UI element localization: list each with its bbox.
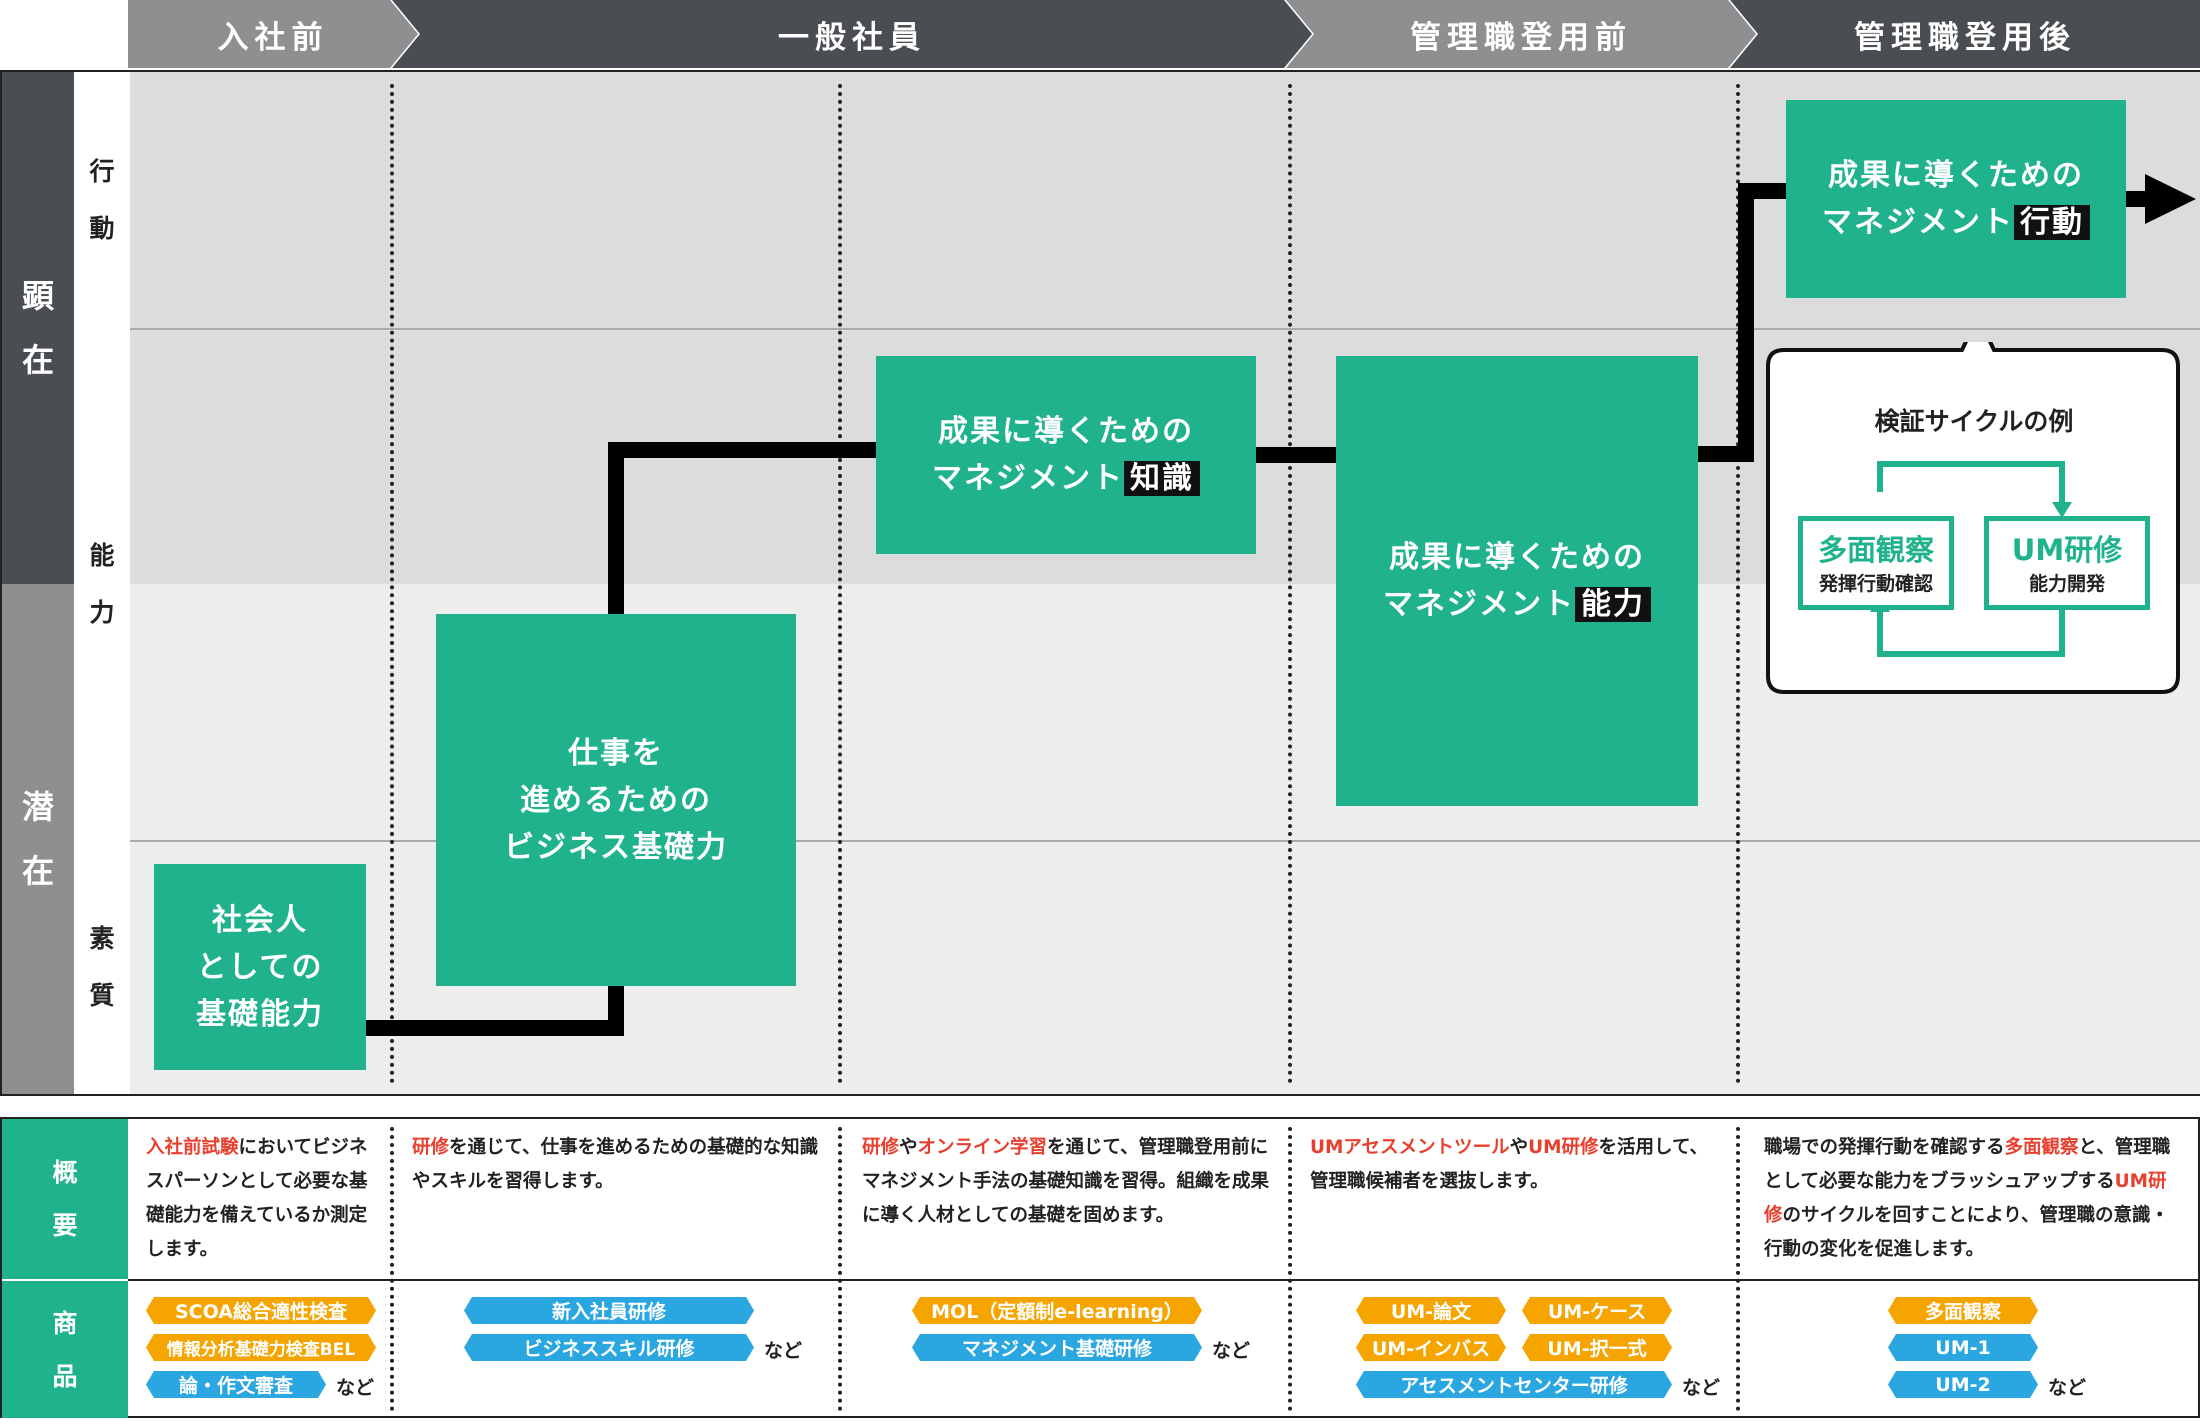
stage-arrow-shape <box>392 0 1312 68</box>
cycle-title: 検証サイクルの例 <box>1874 407 2074 436</box>
product-tag-shinnyu[interactable]: 新入社員研修 <box>464 1297 754 1324</box>
cycle-box-sub: 能力開発 <box>2028 572 2105 595</box>
column-divider <box>1288 1127 1292 1411</box>
stage-header-nyushamae: 入社前 <box>128 0 418 68</box>
row-label-koudou: 行動 <box>89 157 115 243</box>
product-tag-business-skill[interactable]: ビジネススキル研修 <box>464 1334 754 1361</box>
product-tag-ronbun[interactable]: 論・作文審査 <box>146 1371 326 1398</box>
box-shakaijin-kiso-nouryoku: 社会人としての基礎能力 <box>154 864 366 1070</box>
nado-label: など <box>1212 1340 1251 1362</box>
senzai-label: 潜在 <box>2 584 74 1094</box>
product-tag-um-case[interactable]: UM-ケース <box>1522 1297 1672 1324</box>
column-divider <box>838 1127 842 1411</box>
product-tag-management-kiso[interactable]: マネジメント基礎研修 <box>912 1334 1202 1361</box>
row-header-shouhin: 商品 <box>2 1281 128 1418</box>
highlight-chishiki: 知識 <box>1124 461 1200 496</box>
stage-divider <box>1736 84 1740 1084</box>
cycle-box-title: 多面観察 <box>1817 532 1934 567</box>
row-label-nouryoku: 能力 <box>89 541 115 627</box>
highlight-nouryoku: 能力 <box>1575 587 1651 622</box>
cycle-box-um-kenshu: UM研修 能力開発 <box>1984 516 2150 610</box>
product-tag-um-2[interactable]: UM-2 <box>1888 1371 2038 1398</box>
nado-label: など <box>1682 1377 1721 1399</box>
stage-header-mae: 管理職登用前 <box>1286 0 1756 68</box>
column-divider <box>390 1127 394 1411</box>
stage-label: 管理職登用後 <box>1854 19 2076 56</box>
column-divider <box>1736 1127 1740 1411</box>
nado-label: など <box>2048 1377 2087 1399</box>
nado-label: など <box>336 1377 375 1399</box>
product-tag-bel[interactable]: 情報分析基礎力検査BEL <box>146 1334 376 1361</box>
divider-line <box>130 840 2200 842</box>
box-business-kisoryoku: 仕事を進めるためのビジネス基礎力 <box>436 614 796 986</box>
stage-label: 入社前 <box>217 19 329 56</box>
stage-divider <box>838 84 842 1084</box>
stage-header-go: 管理職登用後 <box>1730 0 2200 68</box>
row-divider <box>128 1279 2200 1281</box>
desc-kanrishoku-mae-2: UMアセスメントツールやUM研修を活用して、管理職候補者を選抜します。 <box>1310 1137 1709 1192</box>
box-management-chishiki: 成果に導くための マネジメント知識 <box>876 356 1256 554</box>
desc-kanrishoku-go: 職場での発揮行動を確認する多面観察と、管理職として必要な能力をブラッシュアップす… <box>1764 1137 2171 1260</box>
chart-frame: 顕在 潜在 行動 能力 素質 社会人としての基礎能力 仕事を進めるためのビジネス… <box>0 70 2200 1096</box>
box-management-nouryoku: 成果に導くための マネジメント能力 <box>1336 356 1698 806</box>
stage-label: 管理職登用前 <box>1410 19 1632 56</box>
desc-nyushamae: 入社前試験においてビジネスパーソンとして必要な基礎能力を備えているか測定します。 <box>146 1137 368 1260</box>
product-tag-tamen-kansatsu[interactable]: 多面観察 <box>1888 1297 2038 1324</box>
stage-header-ippan: 一般社員 <box>392 0 1312 68</box>
product-tag-scoa[interactable]: SCOA総合適性検査 <box>146 1297 376 1324</box>
stage-divider <box>390 84 394 1084</box>
product-tag-mol[interactable]: MOL（定額制e-learning） <box>912 1297 1202 1324</box>
product-tag-assessment-center[interactable]: アセスメントセンター研修 <box>1356 1371 1672 1398</box>
kenzai-label: 顕在 <box>2 72 74 584</box>
cycle-box-tamen-kansatsu: 多面観察 発揮行動確認 <box>1798 516 1954 610</box>
stage-arrow-shape <box>128 0 418 68</box>
divider-line <box>130 328 2200 330</box>
row-label-soshitsu: 素質 <box>89 924 115 1010</box>
nado-label: など <box>764 1340 803 1362</box>
highlight-koudou: 行動 <box>2014 205 2090 240</box>
desc-kanrishoku-mae-1: 研修やオンライン学習を通じて、管理職登用前にマネジメント手法の基礎知識を習得。組… <box>862 1137 1270 1226</box>
product-tag-um-inbasu[interactable]: UM-インバス <box>1356 1334 1506 1361</box>
box-management-koudou: 成果に導くための マネジメント行動 <box>1786 100 2126 298</box>
desc-ippan: 研修を通じて、仕事を進めるための基礎的な知識やスキルを習得します。 <box>412 1137 819 1192</box>
product-tag-um-ronbun[interactable]: UM-論文 <box>1356 1297 1506 1324</box>
stage-arrow-shape <box>1730 0 2200 68</box>
stage-arrow-shape <box>1286 0 1756 68</box>
row-header-gaiyou: 概要 <box>2 1119 128 1279</box>
row-header-divider <box>2 1279 128 1281</box>
product-tag-um-1[interactable]: UM-1 <box>1888 1334 2038 1361</box>
stage-label: 一般社員 <box>778 19 926 56</box>
cycle-box-title: UM研修 <box>2011 532 2123 567</box>
product-tag-um-takuitsu[interactable]: UM-択一式 <box>1522 1334 1672 1361</box>
summary-table: 概要 商品 入社前試験においてビジネスパーソンとして必要な基礎能力を備えているか… <box>0 1117 2200 1418</box>
cycle-box-sub: 発揮行動確認 <box>1818 572 1933 595</box>
stage-divider <box>1288 84 1292 1084</box>
